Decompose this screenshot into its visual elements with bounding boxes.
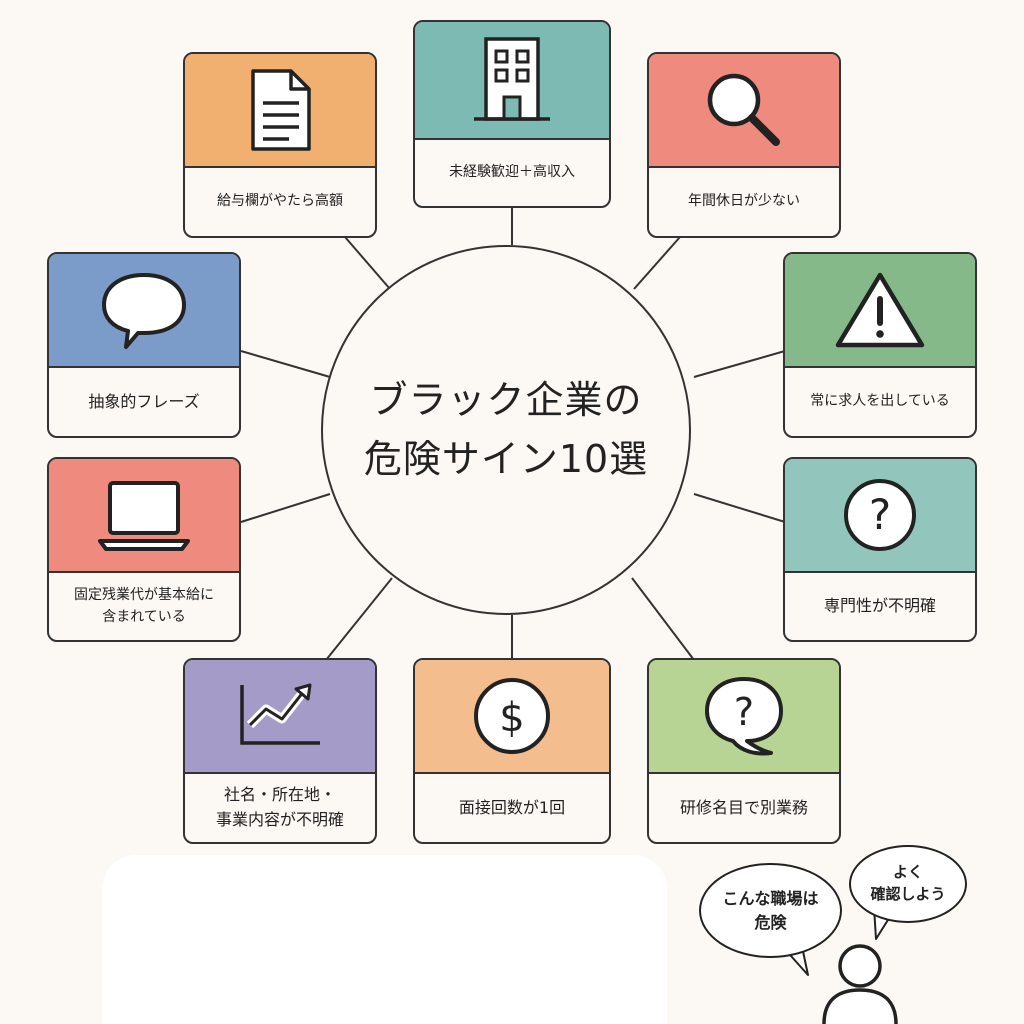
- card-header: [649, 54, 839, 168]
- svg-text:$: $: [499, 695, 524, 741]
- magnifier-icon: [707, 73, 780, 146]
- question-bubble-icon: ?: [705, 677, 783, 756]
- card-label: 年間休日が少ない: [688, 193, 800, 210]
- card-label: 面接回数が1回: [458, 797, 566, 817]
- speech-bubble-danger: こんな職場は 危険: [699, 863, 842, 958]
- card-label: 研修名目で別業務: [679, 797, 808, 817]
- speech-bubble-check-text: よく 確認しよう: [870, 863, 946, 903]
- card-header: [185, 54, 375, 168]
- card-always-hiring: 常に求人を出している: [783, 252, 977, 438]
- card-high-salary: 給与欄がやたら高額: [183, 52, 377, 238]
- card-header: ?: [785, 459, 975, 573]
- question-circle-icon: ?: [844, 479, 916, 551]
- svg-text:?: ?: [734, 690, 754, 734]
- card-abstract-phrases: 抽象的フレーズ: [47, 252, 241, 438]
- warning-icon: [835, 272, 925, 348]
- card-label: 未経験歓迎＋高収入: [449, 164, 575, 181]
- card-header: [185, 660, 375, 774]
- document-icon: [251, 69, 311, 151]
- card-label: 抽象的フレーズ: [88, 391, 200, 411]
- speech-bubble-danger-text: こんな職場は 危険: [722, 889, 819, 932]
- card-label: 専門性が不明確: [823, 596, 936, 616]
- dollar-circle-icon: $: [474, 678, 550, 754]
- card-inexperienced-high-income: 未経験歓迎＋高収入: [413, 20, 611, 208]
- card-label: 社名・所在地・ 事業内容が不明確: [215, 785, 344, 829]
- svg-text:?: ?: [869, 490, 891, 539]
- card-header: [785, 254, 975, 368]
- card-header: $: [415, 660, 609, 774]
- card-label: 給与欄がやたら高額: [217, 193, 343, 210]
- card-header: [49, 459, 239, 573]
- speech-bubble-check: よく 確認しよう: [849, 845, 967, 923]
- person-icon: [822, 944, 898, 1024]
- card-label: 固定残業代が基本給に 含まれている: [74, 586, 214, 625]
- speech-bubble-icon: [102, 273, 186, 349]
- card-header: [49, 254, 239, 368]
- card-unclear-company-info: 社名・所在地・ 事業内容が不明確: [183, 658, 377, 844]
- line-chart-icon: [240, 683, 320, 745]
- card-header: ?: [649, 660, 839, 774]
- blank-panel: [102, 855, 667, 1024]
- building-icon: [474, 37, 550, 121]
- card-fixed-overtime: 固定残業代が基本給に 含まれている: [47, 457, 241, 642]
- card-header: [415, 22, 609, 140]
- card-unclear-expertise: ? 専門性が不明確: [783, 457, 977, 642]
- page-title: ブラック企業の 危険サイン10選: [363, 378, 649, 481]
- laptop-icon: [98, 481, 190, 551]
- card-label: 常に求人を出している: [810, 393, 950, 410]
- card-few-holidays: 年間休日が少ない: [647, 52, 841, 238]
- card-single-interview: $ 面接回数が1回: [413, 658, 611, 844]
- card-training-other-work: ? 研修名目で別業務: [647, 658, 841, 844]
- center-title-circle: ブラック企業の 危険サイン10選: [321, 245, 691, 615]
